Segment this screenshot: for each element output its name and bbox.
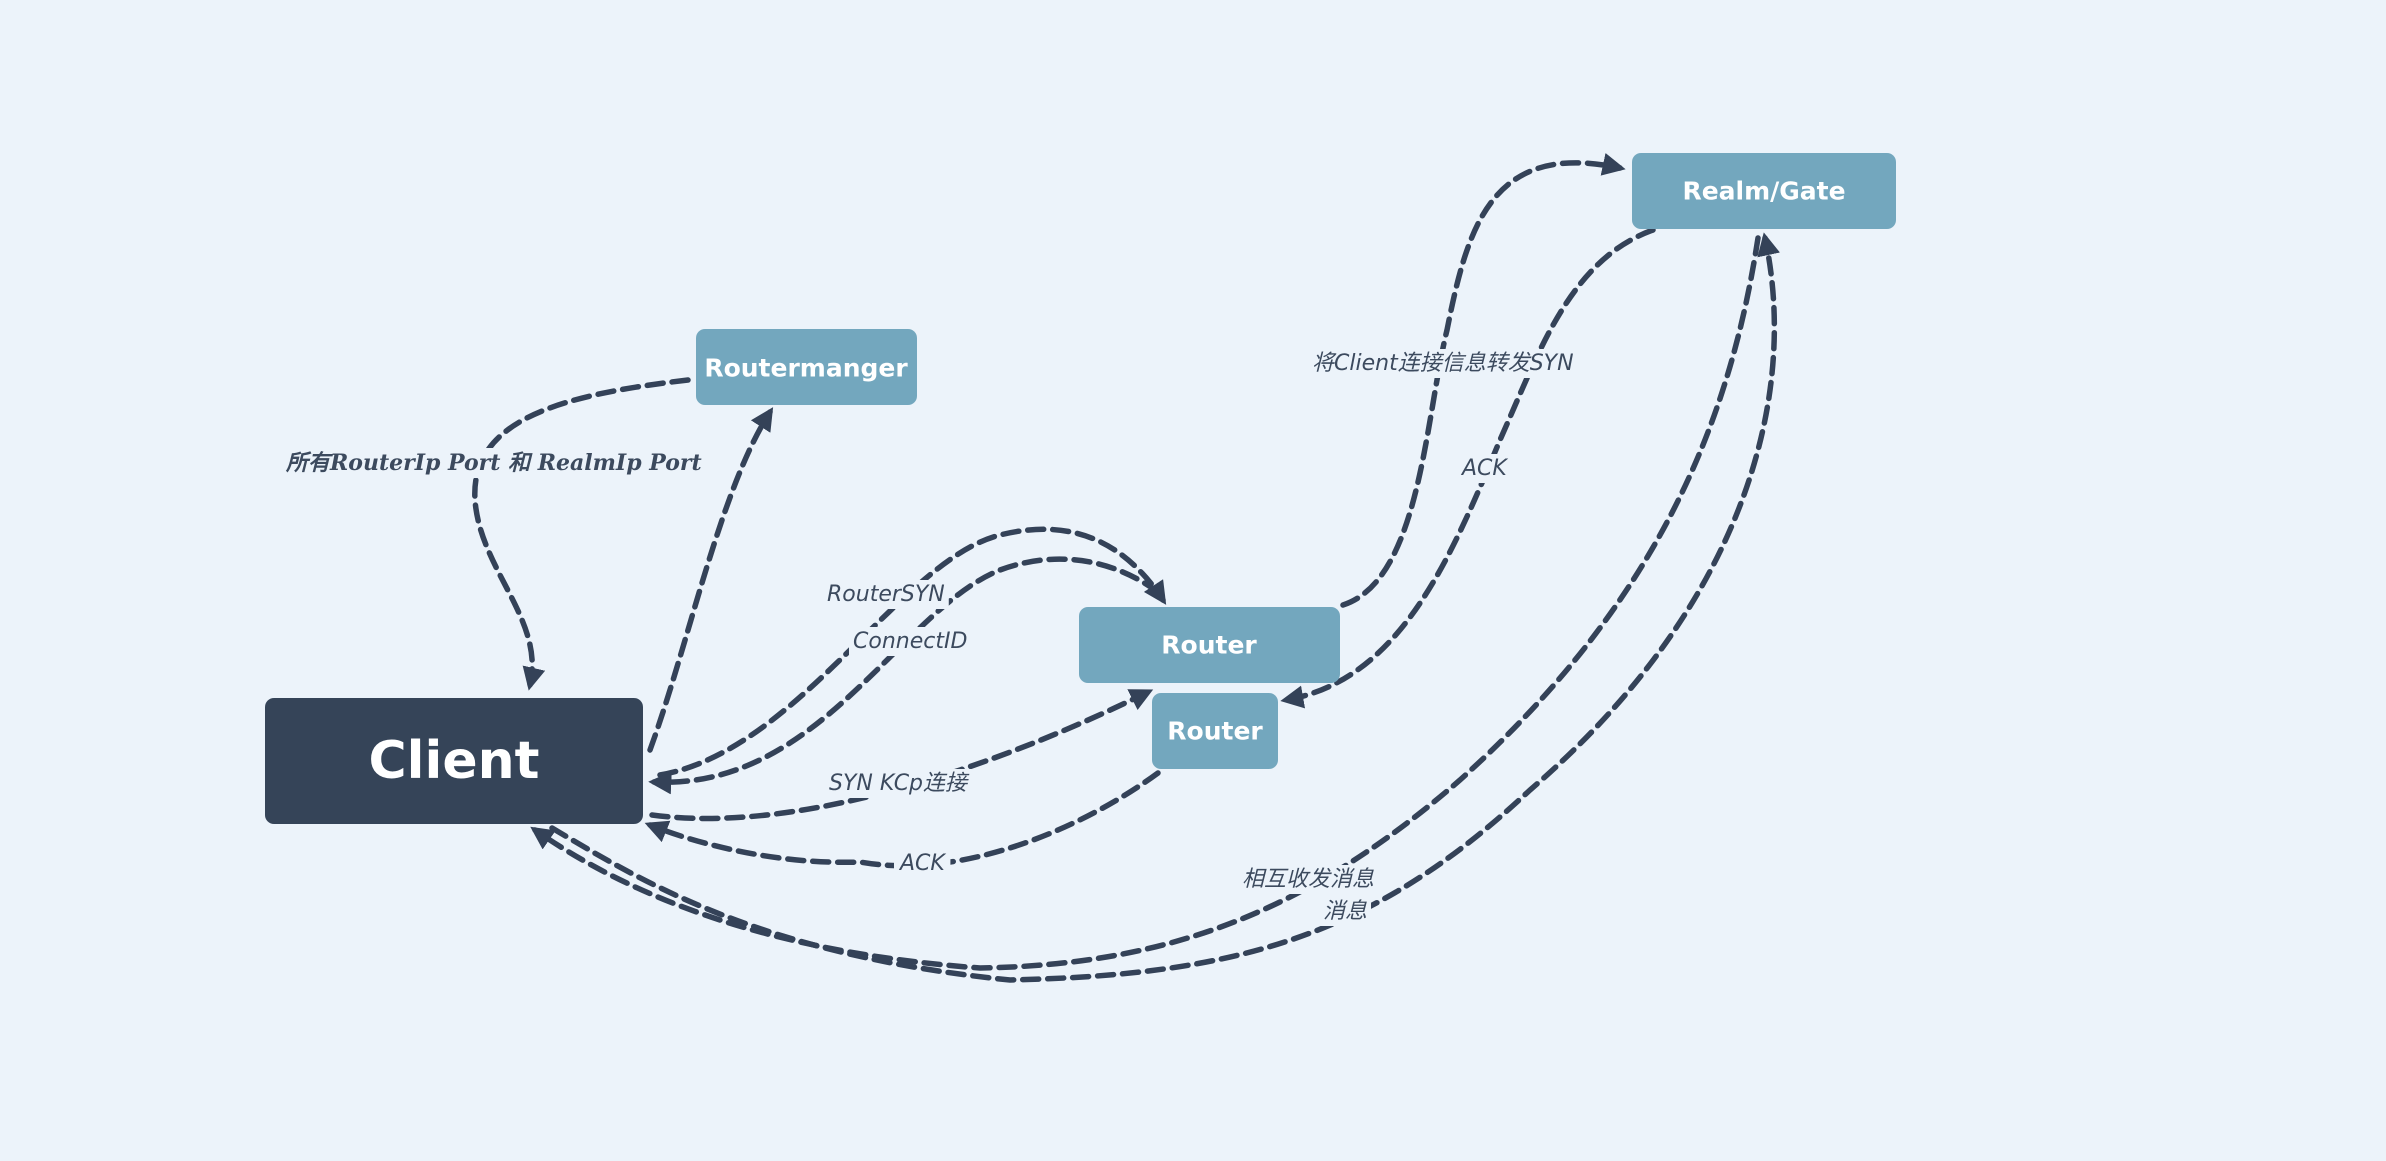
edge-client-to-router-kcp <box>649 689 1154 822</box>
node-router-top[interactable]: Router <box>1079 607 1340 683</box>
node-client[interactable]: Client <box>265 698 643 824</box>
label-messages: 消息 <box>1323 899 1367 924</box>
node-client-label: Client <box>369 731 540 791</box>
label-syn-kcp: SYN KCp连接 <box>829 771 970 796</box>
label-all-router-ports: 所有RouterIp Port 和 RealmIp Port <box>285 450 702 476</box>
edge-client-to-realm-messages <box>549 232 1780 983</box>
edge-realm-to-client-messages <box>530 235 1761 971</box>
edge-labels: 所有RouterIp Port 和 RealmIp Port RouterSYN… <box>281 349 1578 926</box>
edge-router-to-client-ack <box>644 770 1161 869</box>
edge-router-to-realm-syn <box>1340 153 1626 608</box>
edge-label-background <box>825 769 975 798</box>
node-realm-gate-label: Realm/Gate <box>1682 177 1845 206</box>
edge-routermanger-to-client <box>472 377 691 691</box>
edge-client-to-router-syn <box>657 526 1167 778</box>
node-router-bottom[interactable]: Router <box>1152 693 1278 769</box>
node-router-bottom-label: Router <box>1167 717 1263 746</box>
edge-realm-to-router-ack <box>1280 227 1656 709</box>
label-forward-syn: 将Client连接信息转发SYN <box>1312 351 1574 376</box>
node-router-top-label: Router <box>1161 631 1257 660</box>
edge-label-background <box>1308 349 1578 378</box>
edge-label-background <box>823 580 949 609</box>
edge-router-to-client-connectid <box>648 556 1161 795</box>
node-realm-gate[interactable]: Realm/Gate <box>1632 153 1896 229</box>
label-router-syn: RouterSYN <box>827 582 945 607</box>
edge-label-background <box>849 627 972 656</box>
label-ack-realm: ACK <box>1460 456 1508 481</box>
label-exchange-messages: 相互收发消息 <box>1242 867 1374 892</box>
label-connect-id: ConnectID <box>853 629 967 654</box>
node-routermanger-label: Routermanger <box>704 354 908 383</box>
label-ack-router: ACK <box>898 851 946 876</box>
edge-label-background <box>1456 454 1513 483</box>
edge-label-background <box>894 849 951 878</box>
edge-client-to-routermanger <box>647 407 774 753</box>
edge-label-background <box>1238 865 1379 894</box>
edges <box>472 153 1780 983</box>
edge-label-background <box>1319 897 1372 926</box>
edge-label-background <box>281 448 706 478</box>
node-routermanger[interactable]: Routermanger <box>696 329 917 405</box>
